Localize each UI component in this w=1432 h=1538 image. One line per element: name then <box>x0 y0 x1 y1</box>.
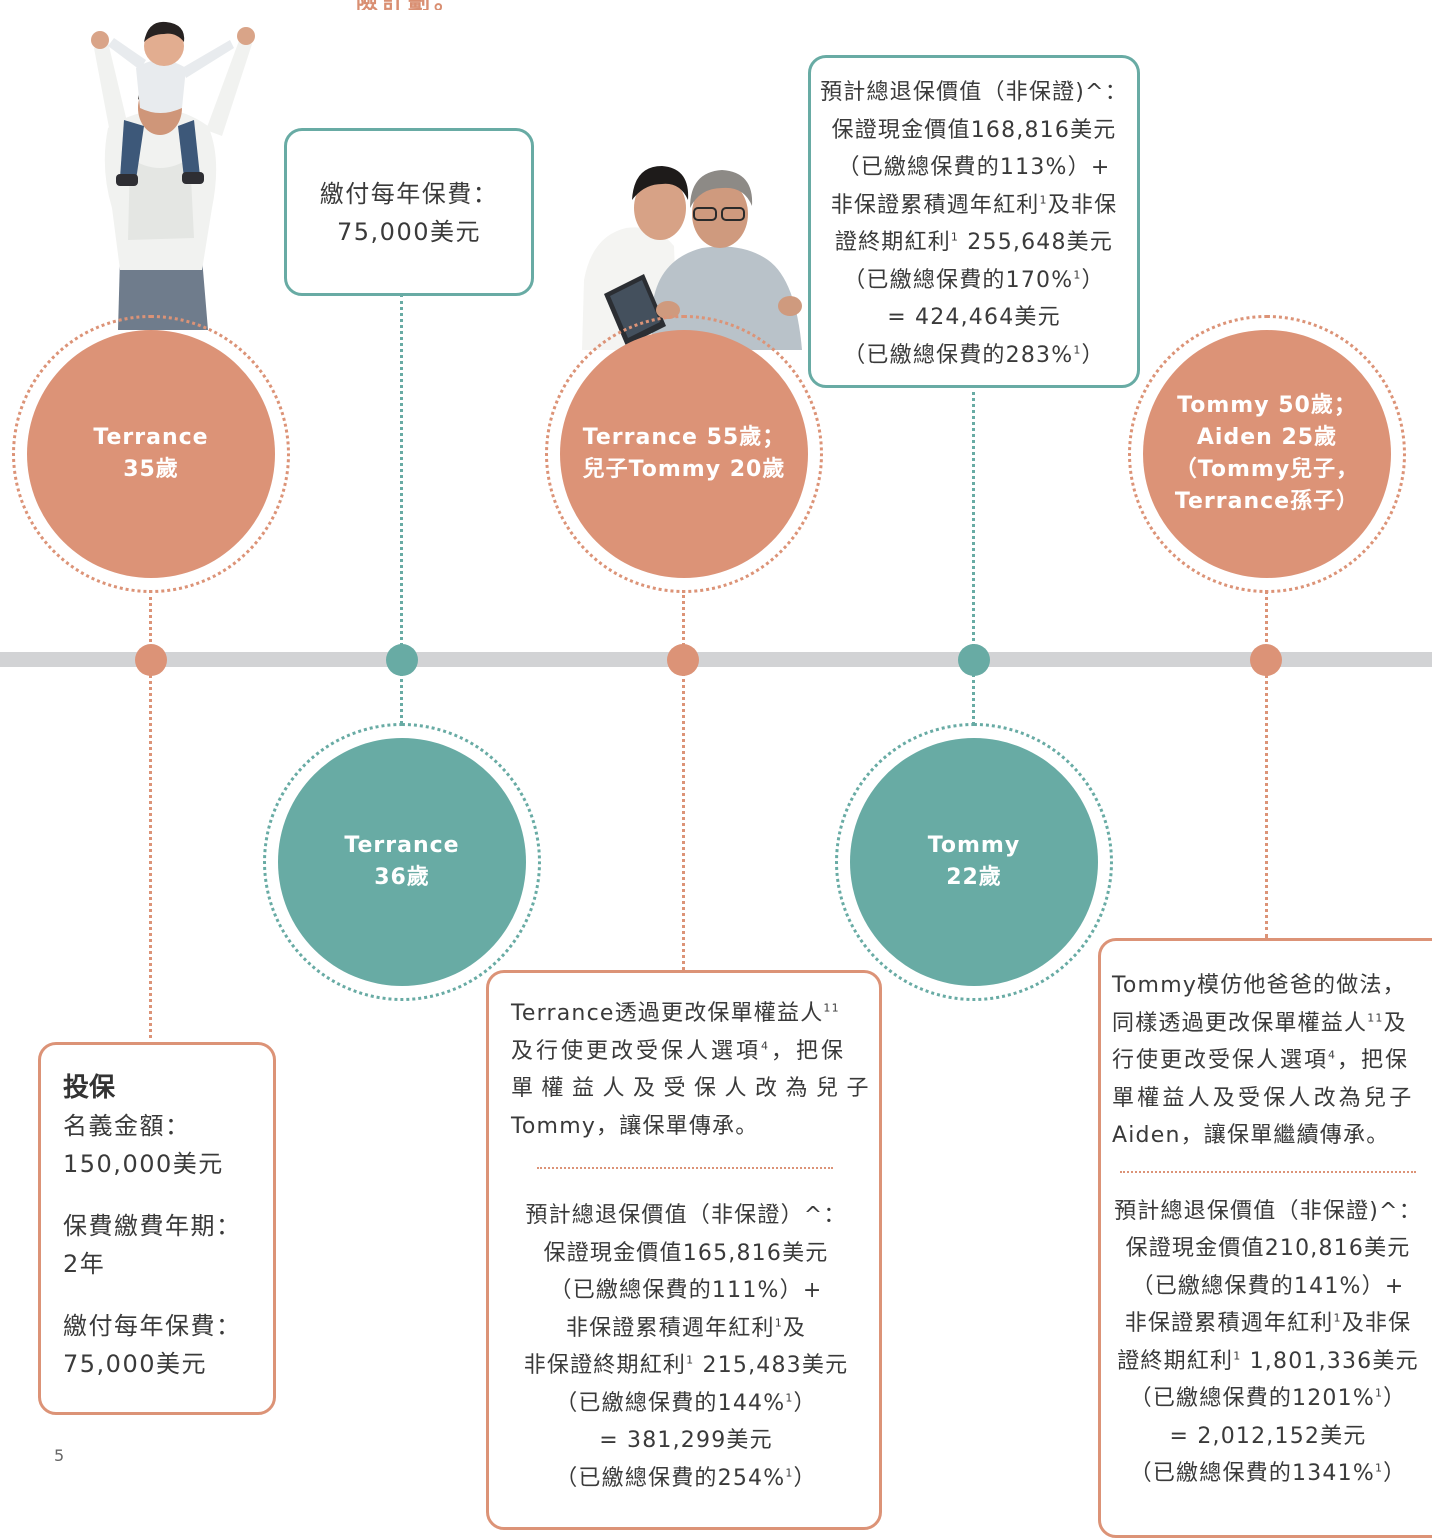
timeline-dot <box>1250 644 1282 676</box>
timeline-dot <box>958 644 990 676</box>
policy-start-box: 投保 名義金額： 150,000美元 保費繳費年期： 2年 繳付每年保費： 75… <box>38 1042 276 1415</box>
milestone-tommy-50: Tommy 50歲； Aiden 25歲 （Tommy兒子， Terrance孫… <box>1143 330 1391 578</box>
circle-text: （Tommy兒子， <box>1174 457 1360 482</box>
cut-off-heading: 險計劃。 <box>356 0 496 10</box>
circle-text: Terrance <box>93 425 209 450</box>
dotted-divider <box>537 1167 833 1169</box>
value-line: （已繳總保費的144%1） <box>555 1390 817 1416</box>
timeline-dot <box>135 644 167 676</box>
value-line: （已繳總保費的141%）+ <box>1131 1273 1405 1299</box>
milestone-ring <box>835 723 1113 1001</box>
value-line: 證終期紅利1 1,801,336美元 <box>1117 1348 1419 1374</box>
circle-text: Terrance <box>344 833 460 858</box>
value-line: （已繳總保費的1201%1） <box>1129 1386 1407 1411</box>
milestone-ring <box>12 315 290 593</box>
value-line: 預計總退保價值（非保證）^： <box>525 1203 847 1228</box>
value-line: （已繳總保費的111%）+ <box>549 1278 823 1303</box>
policy-start-heading: 投保 <box>63 1073 116 1103</box>
connector-line <box>1265 590 1268 938</box>
term-label: 保費繳費年期： <box>63 1212 242 1240</box>
desc-line: Tommy，讓保單傳承。 <box>511 1113 759 1139</box>
premium-box: 繳付每年保費： 75,000美元 <box>284 128 534 296</box>
premium-value: 75,000美元 <box>337 218 481 246</box>
milestone-ring <box>1128 315 1406 593</box>
timeline-dot <box>667 644 699 676</box>
sum-label: 名義金額： <box>63 1112 191 1140</box>
value-line: 非保證累積週年紅利1及 <box>565 1315 807 1341</box>
value-line: 預計總退保價值（非保證)^： <box>1114 1198 1422 1224</box>
value-line: = 424,464美元 <box>887 305 1061 330</box>
desc-line: Terrance透過更改保單權益人11 <box>511 1001 840 1026</box>
value-line: = 381,299美元 <box>599 1428 773 1453</box>
value-line: 證終期紅利1 255,648美元 <box>834 230 1114 255</box>
value-line: 非保證累積週年紅利1及非保 <box>830 192 1118 218</box>
connector-line <box>972 385 975 725</box>
value-line: 預計總退保價值（非保證)^： <box>820 80 1128 105</box>
desc-line: Aiden，讓保單繼續傳承。 <box>1112 1123 1390 1148</box>
page-number: 5 <box>54 1446 65 1465</box>
milestone-ring <box>545 315 823 593</box>
value-box-age55: Terrance透過更改保單權益人11 及行使更改受保人選項4，把保 單權益人及… <box>486 970 882 1530</box>
desc-line: 行使更改受保人選項4，把保 <box>1112 1048 1410 1073</box>
connector-line <box>682 590 685 970</box>
milestone-terrance-36: Terrance 36歲 <box>278 738 526 986</box>
milestone-terrance-35: Terrance 35歲 <box>27 330 275 578</box>
circle-text: Tommy 50歲； <box>1177 393 1357 418</box>
milestone-tommy-22: Tommy 22歲 <box>850 738 1098 986</box>
connector-line <box>400 294 403 724</box>
dotted-divider <box>1120 1170 1416 1173</box>
desc-line: 及行使更改受保人選項4，把保 <box>511 1038 847 1064</box>
milestone-terrance-55: Terrance 55歲； 兒子Tommy 20歲 <box>560 330 808 578</box>
desc-line: 同樣透過更改保單權益人11及 <box>1112 1010 1407 1036</box>
premium-label: 繳付每年保費： <box>63 1312 242 1340</box>
value-line: 保證現金價值165,816美元 <box>543 1240 829 1266</box>
value-line: （已繳總保費的170%1） <box>843 267 1105 293</box>
value-line: 非保證累積週年紅利1及非保 <box>1124 1311 1412 1336</box>
desc-line: 單權益人及受保人改為兒子 <box>511 1076 878 1101</box>
timeline-dot <box>386 644 418 676</box>
circle-text: 35歲 <box>123 457 179 482</box>
father-son-photo <box>90 8 260 330</box>
desc-line: 單權益人及受保人改為兒子 <box>1112 1085 1415 1111</box>
circle-text: Aiden 25歲 <box>1196 425 1338 450</box>
circle-text: Terrance孫子） <box>1174 489 1360 514</box>
value-line: （已繳總保費的254%1） <box>555 1465 817 1491</box>
circle-text: 36歲 <box>374 865 430 890</box>
desc-line: Tommy模仿他爸爸的做法， <box>1112 973 1406 998</box>
sum-value: 150,000美元 <box>63 1150 224 1178</box>
value-box-age50: Tommy模仿他爸爸的做法， 同樣透過更改保單權益人11及 行使更改受保人選項4… <box>1098 938 1432 1538</box>
circle-text: Tommy <box>927 833 1021 858</box>
milestone-ring <box>263 723 541 1001</box>
value-line: （已繳總保費的1341%1） <box>1129 1461 1407 1486</box>
value-line: （已繳總保費的283%1） <box>843 342 1105 368</box>
timeline-bar <box>0 652 1432 667</box>
circle-text: 兒子Tommy 20歲 <box>582 457 786 482</box>
circle-text: 22歲 <box>946 865 1002 890</box>
circle-text: Terrance 55歲； <box>582 425 786 450</box>
term-value: 2年 <box>63 1250 106 1278</box>
value-line: （已繳總保費的113%）+ <box>837 155 1111 180</box>
connector-line <box>149 590 152 1045</box>
value-line: 保證現金價值210,816美元 <box>1125 1236 1411 1261</box>
value-line: 保證現金價值168,816美元 <box>831 117 1117 143</box>
value-line: 非保證終期紅利1 215,483美元 <box>523 1353 849 1378</box>
value-line: = 2,012,152美元 <box>1169 1423 1367 1449</box>
premium-label: 繳付每年保費： <box>319 180 499 208</box>
value-box-age22: 預計總退保價值（非保證)^： 保證現金價值168,816美元 （已繳總保費的11… <box>808 55 1140 388</box>
premium-value: 75,000美元 <box>63 1350 207 1378</box>
